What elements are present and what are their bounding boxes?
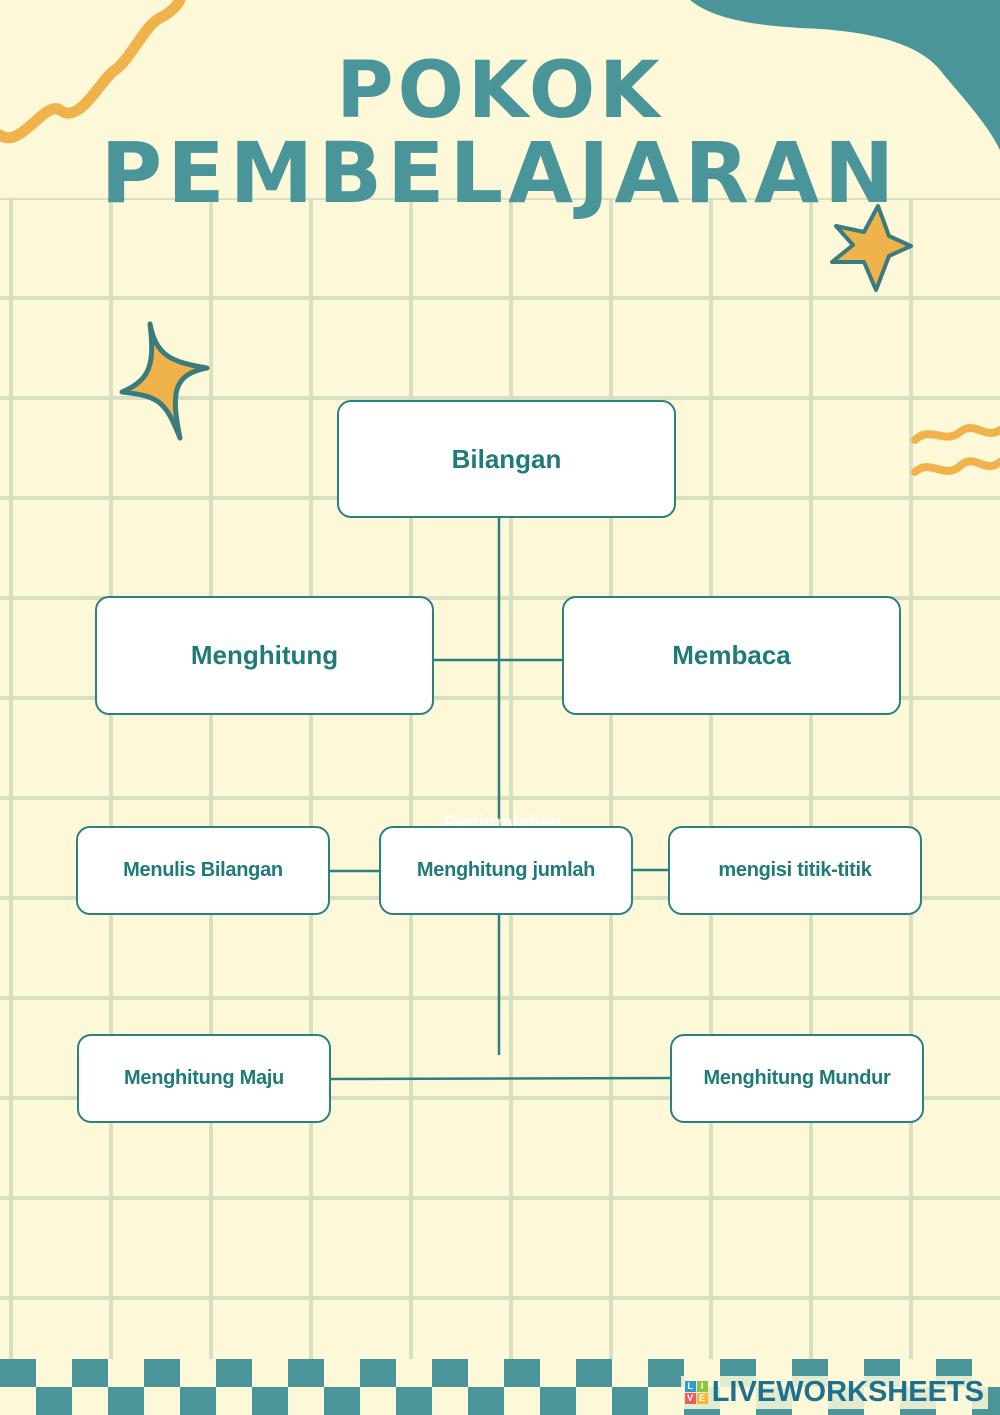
node-level1-right: Membaca: [562, 596, 901, 715]
checker-square: [180, 1387, 216, 1415]
checker-square: [252, 1387, 288, 1415]
connector-line: [330, 1078, 671, 1079]
node-level3-left: Menghitung Maju: [77, 1034, 331, 1123]
checker-square: [72, 1359, 108, 1387]
checker-square: [540, 1387, 576, 1415]
brand-logo-icon: L I V E: [685, 1381, 708, 1404]
checker-square: [144, 1359, 180, 1387]
node-level2-center: Menghitung jumlah: [379, 826, 633, 915]
checker-square: [36, 1387, 72, 1415]
node-level2-right: mengisi titik-titik: [668, 826, 922, 915]
logo-letter: V: [685, 1393, 696, 1404]
checker-square: [468, 1387, 504, 1415]
checker-square: [432, 1359, 468, 1387]
logo-letter: E: [697, 1393, 708, 1404]
brand-name: LIVEWORKSHEETS: [712, 1376, 984, 1409]
checker-square: [504, 1359, 540, 1387]
node-root: Bilangan: [337, 400, 676, 518]
checker-square: [288, 1359, 324, 1387]
logo-letter: L: [685, 1381, 696, 1392]
node-level1-left: Menghitung: [95, 596, 434, 715]
checker-square: [108, 1387, 144, 1415]
node-level3-right: Menghitung Mundur: [670, 1034, 924, 1123]
checker-square: [360, 1359, 396, 1387]
logo-letter: I: [697, 1381, 708, 1392]
checker-square: [648, 1359, 684, 1387]
checker-square: [576, 1359, 612, 1387]
checker-square: [612, 1387, 648, 1415]
brand-watermark: L I V E LIVEWORKSHEETS: [681, 1376, 988, 1409]
node-level2-left: Menulis Bilangan: [76, 826, 330, 915]
checker-square: [216, 1359, 252, 1387]
checker-square: [324, 1387, 360, 1415]
checker-square: [396, 1387, 432, 1415]
checker-square: [0, 1359, 36, 1387]
